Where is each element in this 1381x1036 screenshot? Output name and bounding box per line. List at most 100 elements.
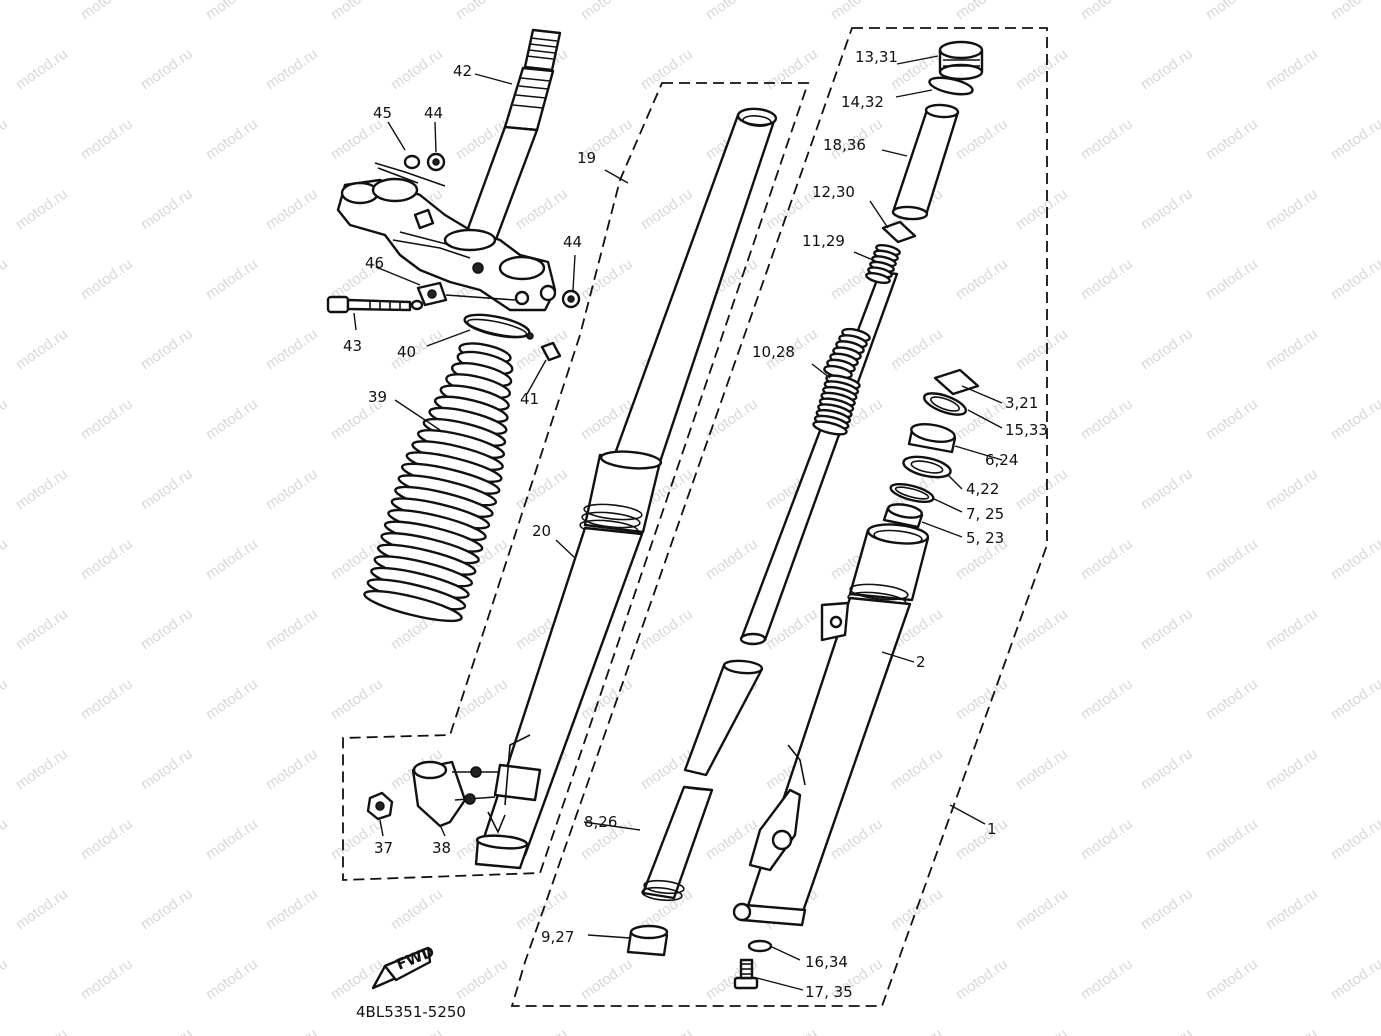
copper-washer-16-34 xyxy=(747,939,773,953)
watermark-text: motod.ru xyxy=(388,1025,446,1036)
watermark-text: motod.ru xyxy=(78,535,136,583)
watermark-text: motod.ru xyxy=(138,465,196,513)
label-45: 45 xyxy=(373,104,392,122)
o-ring-14-32 xyxy=(928,76,974,96)
watermark-text: motod.ru xyxy=(1263,185,1321,233)
drain-bolt-17-35 xyxy=(733,958,759,990)
watermark-text: motod.ru xyxy=(1203,395,1261,443)
watermark-text: motod.ru xyxy=(1203,675,1261,723)
watermark-text: motod.ru xyxy=(638,605,696,653)
watermark-text: motod.ru xyxy=(1138,185,1196,233)
spring-coil xyxy=(812,420,848,436)
watermark-text: motod.ru xyxy=(953,955,1011,1003)
watermark-text: motod.ru xyxy=(703,395,761,443)
watermark-text: motod.ru xyxy=(1138,745,1196,793)
watermark-text: motod.ru xyxy=(1203,535,1261,583)
watermark-text: motod.ru xyxy=(138,1025,196,1036)
watermark-text: motod.ru xyxy=(453,0,511,23)
watermark-text: motod.ru xyxy=(203,395,261,443)
diagram-code: 4BL5351-5250 xyxy=(356,1003,466,1021)
spring-10-28 xyxy=(812,327,871,436)
watermark-text: motod.ru xyxy=(78,115,136,163)
label-5-23: 5, 23 xyxy=(966,529,1004,547)
washer-45 xyxy=(374,154,446,187)
slide-bushing-5-23 xyxy=(882,503,924,529)
watermark-text: motod.ru xyxy=(203,815,261,863)
watermark-text: motod.ru xyxy=(138,45,196,93)
watermark-text: motod.ru xyxy=(13,465,71,513)
watermark-text: motod.ru xyxy=(828,815,886,863)
watermark-text: motod.ru xyxy=(953,255,1011,303)
watermark-text: motod.ru xyxy=(1138,45,1196,93)
watermark-text: motod.ru xyxy=(0,675,11,723)
watermark-text: motod.ru xyxy=(1013,465,1071,513)
nut-44-top xyxy=(426,152,446,172)
watermark-text: motod.ru xyxy=(1328,255,1381,303)
watermark-text: motod.ru xyxy=(0,815,11,863)
label-20: 20 xyxy=(532,522,551,540)
watermark-text: motod.ru xyxy=(638,1025,696,1036)
watermark-text: motod.ru xyxy=(1138,885,1196,933)
watermark-text: motod.ru xyxy=(0,535,11,583)
part-labels: 42 45 44 44 46 43 40 41 39 19 20 37 38 1… xyxy=(343,48,1048,1021)
clip-46 xyxy=(416,281,516,307)
label-18-36: 18,36 xyxy=(823,136,866,154)
label-14-32: 14,32 xyxy=(841,93,884,111)
label-4-22: 4,22 xyxy=(966,480,999,498)
watermark-text: motod.ru xyxy=(638,185,696,233)
label-38: 38 xyxy=(432,839,451,857)
label-42: 42 xyxy=(453,62,472,80)
watermark-text: motod.ru xyxy=(13,885,71,933)
watermark-text: motod.ru xyxy=(1013,45,1071,93)
watermark-text: motod.ru xyxy=(1328,815,1381,863)
cap-bolt-13-31 xyxy=(938,40,984,81)
watermark-text: motod.ru xyxy=(388,45,446,93)
piston-ring-12-30 xyxy=(881,220,917,244)
watermark-text: motod.ru xyxy=(78,815,136,863)
watermark-text: motod.ru xyxy=(203,255,261,303)
label-7-25: 7, 25 xyxy=(966,505,1004,523)
watermark-text: motod.ru xyxy=(953,675,1011,723)
spacer-18-36 xyxy=(891,103,960,221)
watermark-text: motod.ru xyxy=(953,0,1011,23)
watermark-text: motod.ru xyxy=(1078,115,1136,163)
watermark-text: motod.ru xyxy=(888,1025,946,1036)
watermark-text: motod.ru xyxy=(138,185,196,233)
label-44-right: 44 xyxy=(563,233,582,251)
watermark-text: motod.ru xyxy=(13,745,71,793)
fork-spring-8-26 xyxy=(641,659,764,902)
watermark-text: motod.ru xyxy=(138,885,196,933)
screw-41 xyxy=(540,341,562,362)
watermark-text: motod.ru xyxy=(203,535,261,583)
watermark-text: motod.ru xyxy=(1263,45,1321,93)
watermark-text: motod.ru xyxy=(78,955,136,1003)
label-37: 37 xyxy=(374,839,393,857)
label-3-21: 3,21 xyxy=(1005,394,1038,412)
watermark-text: motod.ru xyxy=(328,675,386,723)
watermark-text: motod.ru xyxy=(1013,325,1071,373)
watermark-text: motod.ru xyxy=(763,45,821,93)
watermark-text: motod.ru xyxy=(1078,395,1136,443)
watermark-text: motod.ru xyxy=(13,605,71,653)
watermark-text: motod.ru xyxy=(263,745,321,793)
watermark-text: motod.ru xyxy=(138,325,196,373)
watermark-text: motod.ru xyxy=(328,0,386,23)
watermark-text: motod.ru xyxy=(1078,255,1136,303)
watermark-text: motod.ru xyxy=(328,115,386,163)
label-39: 39 xyxy=(368,388,387,406)
watermark-text: motod.ru xyxy=(453,955,511,1003)
watermark-text: motod.ru xyxy=(0,955,11,1003)
boot-rib xyxy=(363,589,463,623)
oil-seal-6-24 xyxy=(907,423,957,454)
rebound-spring-11-29 xyxy=(865,243,901,285)
label-1: 1 xyxy=(987,820,997,838)
slide-metal-7-25 xyxy=(889,482,935,504)
watermark-text: motod.ru xyxy=(888,745,946,793)
watermark-text: motod.ru xyxy=(138,605,196,653)
label-43: 43 xyxy=(343,337,362,355)
watermark-text: motod.ru xyxy=(1203,955,1261,1003)
watermark-text: motod.ru xyxy=(703,535,761,583)
label-17-35: 17, 35 xyxy=(805,983,853,1001)
